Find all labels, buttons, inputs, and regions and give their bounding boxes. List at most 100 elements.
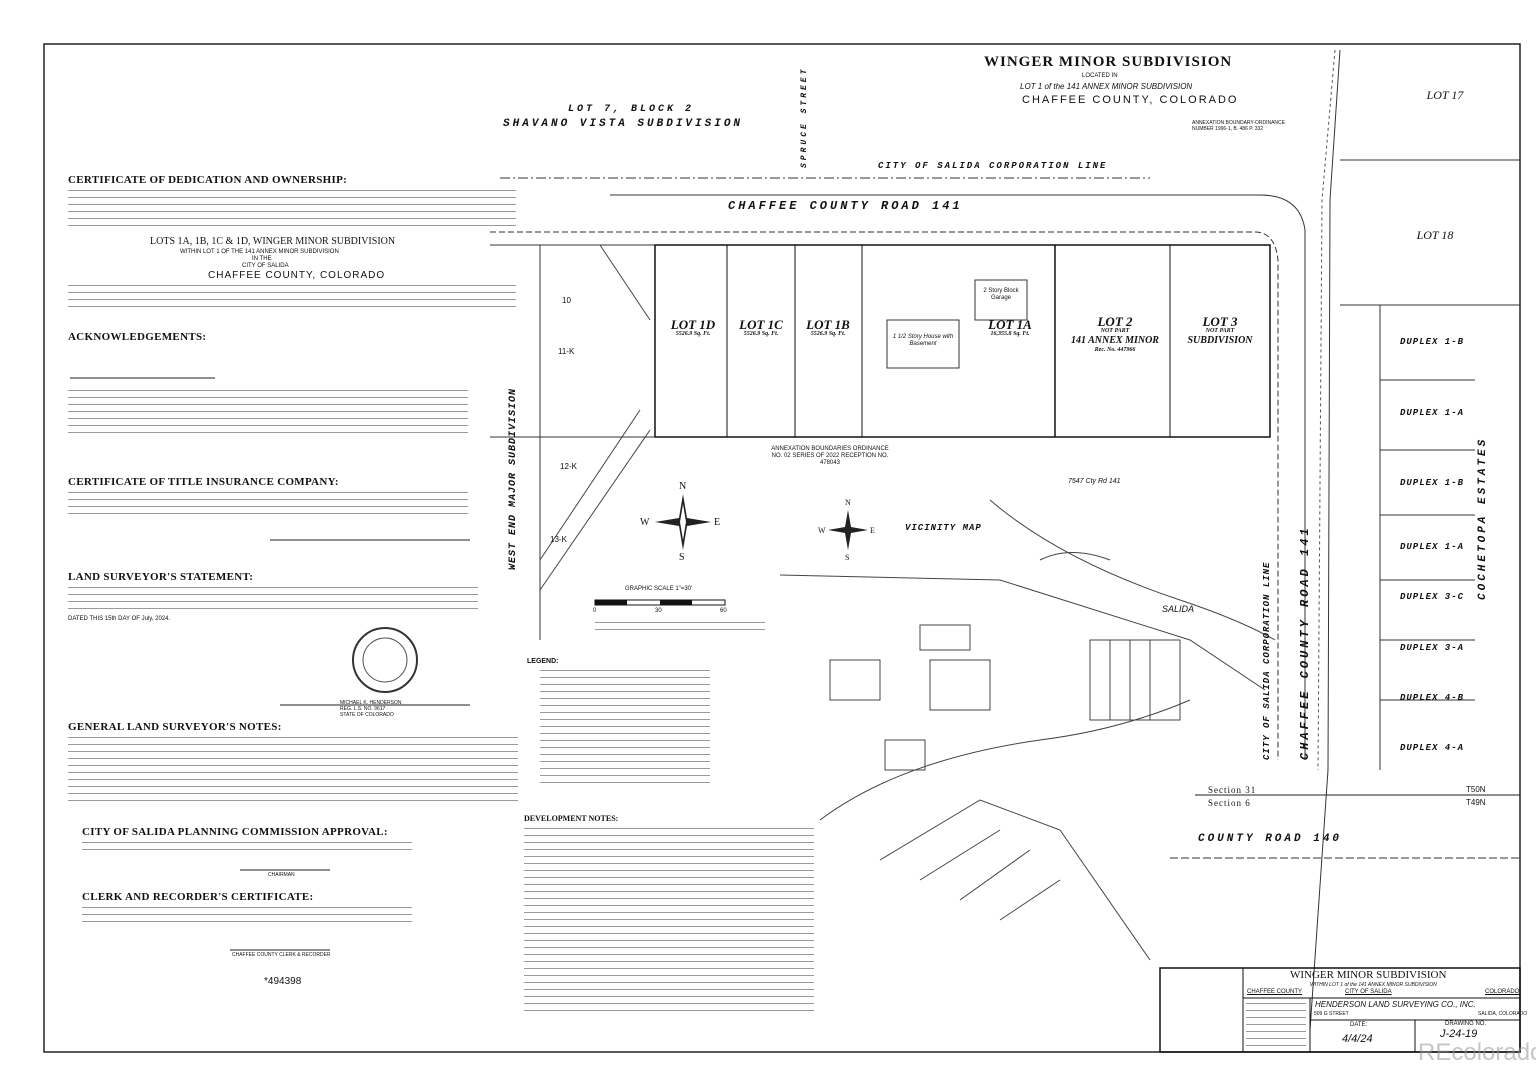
west-end-label: WEST END MAJOR SUBDIVISION <box>508 387 519 570</box>
firm-city: SALIDA, COLORADO <box>1478 1011 1528 1017</box>
duplex-label: DUPLEX 1-B <box>1400 478 1465 488</box>
job-info-text <box>1246 1001 1306 1049</box>
lot-10: 10 <box>562 296 571 305</box>
duplex-label: DUPLEX 3-C <box>1400 592 1465 602</box>
lot7-label: LOT 7, BLOCK 2 <box>568 104 695 115</box>
watermark: REcolorado <box>1418 1039 1536 1066</box>
corporation-line-label: CITY OF SALIDA CORPORATION LINE <box>878 161 1108 171</box>
lot-area: 5526.9 Sq. Ft. <box>743 331 779 337</box>
lot-name: LOT 1D <box>670 317 716 332</box>
lot-note: NOT PART <box>1205 328 1235 334</box>
lot-name: LOT 1B <box>806 317 850 332</box>
in-the: IN THE <box>252 256 272 262</box>
scale-tick: 0 <box>593 608 597 614</box>
legend-entries <box>540 668 710 788</box>
city-name: CITY OF SALIDA <box>242 263 289 269</box>
lot-reference: LOT 1 of the 141 ANNEX MINOR SUBDIVISION <box>1020 82 1193 91</box>
section-31-label: Section 31 <box>1208 785 1257 795</box>
acknowledgements-heading: ACKNOWLEDGEMENTS: <box>68 331 207 343</box>
duplex-label: DUPLEX 4-A <box>1400 743 1465 753</box>
drawing-no-label: DRAWING NO. <box>1445 1021 1487 1027</box>
within-lot: WITHIN LOT 1 OF THE 141 ANNEX MINOR SUBD… <box>180 249 339 255</box>
clerk-signer: CHAFFEE COUNTY CLERK & RECORDER <box>232 952 331 958</box>
graphic-scale-label: GRAPHIC SCALE 1"=30' <box>625 586 693 592</box>
garage-label: 2 Story Block Garage <box>983 288 1019 301</box>
duplex-label: DUPLEX 1-B <box>1400 337 1465 347</box>
house-footprint <box>886 319 960 369</box>
annexation-boundaries-note: ANNEXATION BOUNDARIES ORDINANCE NO. 02 S… <box>771 446 889 466</box>
planning-body-text <box>82 840 412 852</box>
duplex-label: DUPLEX 3-A <box>1400 643 1465 653</box>
firm-name: HENDERSON LAND SURVEYING CO., INC. <box>1315 1000 1476 1009</box>
subdivision-boundary <box>654 244 1271 438</box>
lot-name: LOT 1C <box>739 317 783 332</box>
acknowledgements-body-text <box>68 388 468 438</box>
located-in: LOCATED IN <box>1082 73 1118 79</box>
corporation-line-vertical: CITY OF SALIDA CORPORATION LINE <box>1262 561 1272 760</box>
lots-title: LOTS 1A, 1B, 1C & 1D, WINGER MINOR SUBDI… <box>150 236 396 247</box>
subdivision-label: SUBDIVISION <box>1187 335 1253 346</box>
surveyor-seal-caption: MICHAEL K. HENDERSON REG. L.S. NO. 9617 … <box>340 700 402 718</box>
planning-heading: CITY OF SALIDA PLANNING COMMISSION APPRO… <box>82 826 388 838</box>
cochetopa-label: COCHETOPA ESTATES <box>1477 436 1489 600</box>
outer-border <box>43 43 1521 1053</box>
lot-area: 5526.9 Sq. Ft. <box>675 331 711 337</box>
firm-street: 509 G STREET <box>1314 1011 1349 1017</box>
lot-17-label: LOT 17 <box>1426 88 1464 102</box>
surveyor-statement-body-text <box>68 585 478 613</box>
lot-12k: 12-K <box>560 462 577 471</box>
spruce-street-label: SPRUCE STREET <box>800 66 809 168</box>
compass-e: E <box>714 517 721 528</box>
north-arrow-icon <box>655 494 711 550</box>
rec-number: Rec. No. 447966 <box>1094 347 1136 353</box>
clerk-heading: CLERK AND RECORDER'S CERTIFICATE: <box>82 891 314 903</box>
development-notes-body <box>524 826 814 1011</box>
plat-title: WINGER MINOR SUBDIVISION <box>984 54 1233 70</box>
compass-n: N <box>679 481 687 492</box>
scale-tick: 60 <box>720 608 727 614</box>
county-road-141-vertical: CHAFFEE COUNTY ROAD 141 <box>1298 525 1312 760</box>
dedication-body-text-2 <box>68 283 516 311</box>
vicinity-compass-s: S <box>845 553 850 562</box>
lot-area: 5526.9 Sq. Ft. <box>810 331 846 337</box>
development-notes-heading: DEVELOPMENT NOTES: <box>524 814 619 823</box>
graphic-scale-bar <box>594 599 726 606</box>
t50n-label: T50N <box>1466 785 1486 794</box>
county-road-140-label: COUNTY ROAD 140 <box>1198 833 1343 845</box>
surveyor-seal <box>352 627 418 693</box>
annex-label: 141 ANNEX MINOR <box>1071 335 1159 346</box>
title-insurance-heading: CERTIFICATE OF TITLE INSURANCE COMPANY: <box>68 476 339 488</box>
vicinity-map-label: VICINITY MAP <box>905 523 982 533</box>
address-label: 7547 Cty Rd 141 <box>1068 478 1121 485</box>
lot-11k: 11-K <box>558 347 575 356</box>
t49n-label: T49N <box>1466 798 1486 807</box>
vicinity-compass-e: E <box>870 526 875 535</box>
lot-area: 16,355.8 Sq. Ft. <box>990 331 1030 337</box>
title-block-state: COLORADO <box>1485 989 1520 995</box>
compass-s: S <box>679 552 685 563</box>
lot-name: LOT 2 <box>1097 314 1133 329</box>
date-label: DATE: <box>1350 1022 1368 1028</box>
lot-note: NOT PART <box>1100 328 1130 334</box>
vicinity-map <box>779 499 1276 961</box>
house-label: 1 1/2 Story House with Basement <box>892 334 954 347</box>
garage-footprint <box>974 279 1028 321</box>
title-insurance-body-text <box>68 490 468 518</box>
scale-tick: 30 <box>655 608 662 614</box>
dedication-heading: CERTIFICATE OF DEDICATION AND OWNERSHIP: <box>68 174 348 186</box>
surveyor-statement-heading: LAND SURVEYOR'S STATEMENT: <box>68 571 254 583</box>
dedication-body-text <box>68 188 516 228</box>
bearing-note-text <box>595 620 765 636</box>
vicinity-compass-w: W <box>818 526 826 535</box>
title-block-title: WINGER MINOR SUBDIVISION <box>1290 969 1447 981</box>
annexation-note: ANNEXATION BOUNDARY-ORDINANCE NUMBER 199… <box>1192 120 1285 132</box>
lot-name: LOT 3 <box>1202 314 1238 329</box>
dedication-county: CHAFFEE COUNTY, COLORADO <box>208 270 386 281</box>
vicinity-compass-n: N <box>845 498 851 507</box>
vicinity-north-arrow-icon <box>828 510 868 550</box>
title-block-city: CITY OF SALIDA <box>1345 989 1392 995</box>
